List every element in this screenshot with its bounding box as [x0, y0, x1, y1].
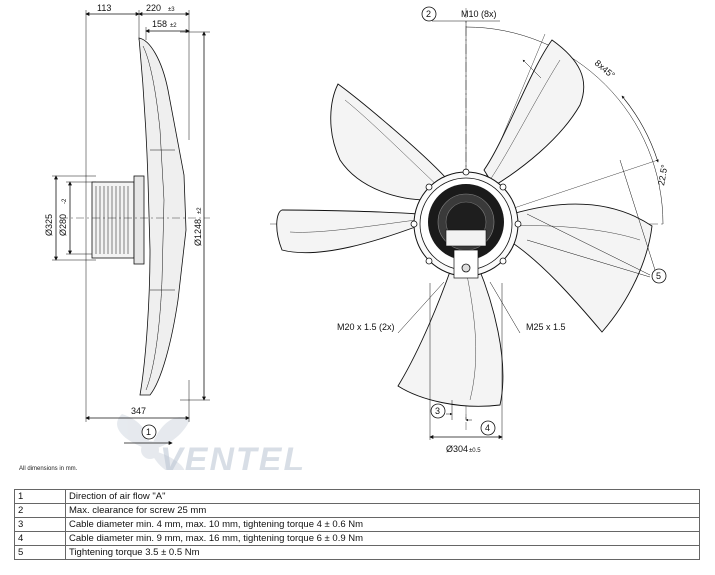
marker-1-label: 1 — [146, 427, 151, 437]
marker-3-label: 3 — [435, 406, 440, 416]
dim-158-tol: ±2 — [170, 23, 177, 29]
table-row: 3 Cable diameter min. 4 mm, max. 10 mm, … — [14, 517, 700, 532]
dim-304-tol: ±0.5 — [469, 448, 481, 454]
dim-158-label: 158 — [152, 19, 167, 29]
m20-label: M20 x 1.5 (2x) — [337, 322, 395, 332]
marker-5: 5 — [651, 268, 667, 284]
units-note: All dimensions in mm. — [19, 466, 78, 472]
legend-text: Cable diameter min. 4 mm, max. 10 mm, ti… — [65, 517, 700, 532]
marker-2: 2 — [421, 6, 437, 22]
marker-5-label: 5 — [656, 271, 661, 281]
side-view — [52, 10, 210, 422]
dim-325-label: Ø325 — [44, 214, 54, 236]
table-row: 1 Direction of air flow "A" — [14, 489, 700, 504]
dim-304-label: Ø304 — [446, 444, 468, 454]
marker-4-label: 4 — [485, 423, 490, 433]
dim-220-tol: ±3 — [168, 7, 175, 13]
angle-8x45-label: 8x45° — [593, 58, 617, 81]
legend-number: 4 — [14, 531, 66, 546]
legend-number: 1 — [14, 489, 66, 504]
dim-280-label: Ø280 — [58, 214, 68, 236]
table-row: 5 Tightening torque 3.5 ± 0.5 Nm — [14, 545, 700, 560]
marker-2-label: 2 — [426, 9, 431, 19]
dim-1248-tol: ±2 — [197, 207, 203, 214]
angle-22-5-label: 22.5° — [656, 163, 670, 186]
front-view — [270, 8, 665, 440]
dim-347-label: 347 — [131, 406, 146, 416]
legend-text: Tightening torque 3.5 ± 0.5 Nm — [65, 545, 700, 560]
watermark-text: VENTEL — [160, 441, 306, 470]
legend-number: 3 — [14, 517, 66, 532]
technical-drawing: VENTEL — [44, 3, 670, 470]
m25-label: M25 x 1.5 — [526, 322, 566, 332]
legend-text: Max. clearance for screw 25 mm — [65, 503, 700, 518]
marker-4: 4 — [480, 420, 496, 436]
table-row: 2 Max. clearance for screw 25 mm — [14, 503, 700, 518]
marker-1: 1 — [124, 424, 173, 445]
dim-280-tol: -2 — [62, 198, 68, 204]
legend-table: 1 Direction of air flow "A" 2 Max. clear… — [14, 489, 700, 560]
legend-number: 2 — [14, 503, 66, 518]
m10-label: M10 (8x) — [461, 9, 497, 19]
dim-220-label: 220 — [146, 3, 161, 13]
dim-1248-label: Ø1248 — [193, 219, 203, 246]
legend-text: Direction of air flow "A" — [65, 489, 700, 504]
watermark-fan-icon — [117, 414, 190, 470]
legend-number: 5 — [14, 545, 66, 560]
legend-text: Cable diameter min. 9 mm, max. 16 mm, ti… — [65, 531, 700, 546]
marker-3: 3 — [430, 403, 446, 419]
table-row: 4 Cable diameter min. 9 mm, max. 16 mm, … — [14, 531, 700, 546]
watermark: VENTEL — [117, 414, 306, 470]
dim-113-label: 113 — [97, 3, 111, 13]
